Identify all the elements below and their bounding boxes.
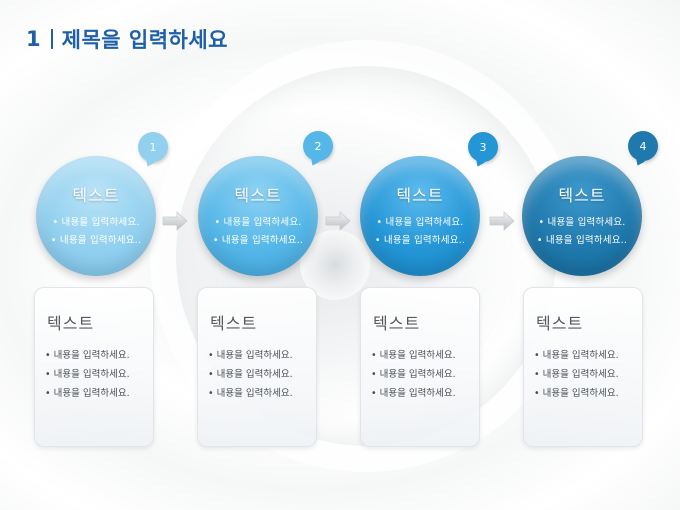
circle-line: • 내용을 입력하세요.. (374, 235, 466, 246)
card-item: • 내용을 입력하세요. (208, 350, 293, 361)
card-item: • 내용을 입력하세요. (371, 369, 456, 380)
title-divider (51, 29, 53, 49)
title-number: 1 (26, 27, 42, 51)
circle-title: 텍스트 (396, 186, 444, 205)
circle-title: 텍스트 (72, 186, 120, 205)
circle-line: • 내용을 입력하세요.. (536, 235, 628, 246)
card-item: • 내용을 입력하세요. (208, 369, 293, 380)
page-title: 1 제목을 입력하세요 (26, 24, 228, 54)
card-item: • 내용을 입력하세요. (45, 388, 130, 399)
card-item: • 내용을 입력하세요. (45, 350, 130, 361)
step-circle-1: 텍스트 • 내용을 입력하세요. • 내용을 입력하세요.. (36, 156, 156, 276)
card-item: • 내용을 입력하세요. (371, 350, 456, 361)
step-card-4: 텍스트 • 내용을 입력하세요. • 내용을 입력하세요. • 내용을 입력하세… (523, 287, 643, 447)
step-card-3: 텍스트 • 내용을 입력하세요. • 내용을 입력하세요. • 내용을 입력하세… (360, 287, 480, 447)
step-card-1: 텍스트 • 내용을 입력하세요. • 내용을 입력하세요. • 내용을 입력하세… (34, 287, 154, 447)
circle-line: • 내용을 입력하세요. (376, 217, 464, 228)
card-title: 텍스트 (210, 314, 258, 333)
circle-line: • 내용을 입력하세요.. (50, 235, 142, 246)
card-item: • 내용을 입력하세요. (371, 388, 456, 399)
right-arrow-icon (325, 211, 351, 231)
step-badge-number: 2 (314, 139, 322, 153)
step-badge-3: 3 (468, 132, 498, 162)
step-badge-number: 1 (149, 140, 157, 154)
circle-line: • 내용을 입력하세요. (52, 217, 140, 228)
step-badge-number: 4 (639, 139, 647, 153)
step-badge-4: 4 (628, 131, 658, 161)
step-card-2: 텍스트 • 내용을 입력하세요. • 내용을 입력하세요. • 내용을 입력하세… (197, 287, 317, 447)
circle-line: • 내용을 입력하세요.. (212, 235, 304, 246)
card-title: 텍스트 (47, 314, 95, 333)
step-badge-2: 2 (303, 131, 333, 161)
card-item: • 내용을 입력하세요. (534, 388, 619, 399)
card-item: • 내용을 입력하세요. (534, 350, 619, 361)
circle-title: 텍스트 (558, 186, 606, 205)
step-circle-4: 텍스트 • 내용을 입력하세요. • 내용을 입력하세요.. (522, 156, 642, 276)
step-badge-number: 3 (479, 140, 487, 154)
step-circle-3: 텍스트 • 내용을 입력하세요. • 내용을 입력하세요.. (360, 156, 480, 276)
card-item: • 내용을 입력하세요. (534, 369, 619, 380)
card-title: 텍스트 (373, 314, 421, 333)
circle-line: • 내용을 입력하세요. (538, 217, 626, 228)
card-item: • 내용을 입력하세요. (45, 369, 130, 380)
right-arrow-icon (489, 211, 515, 231)
step-badge-1: 1 (138, 132, 168, 162)
circle-title: 텍스트 (234, 186, 282, 205)
card-title: 텍스트 (536, 314, 584, 333)
title-text: 제목을 입력하세요 (61, 28, 228, 52)
card-item: • 내용을 입력하세요. (208, 388, 293, 399)
circle-line: • 내용을 입력하세요. (214, 217, 302, 228)
step-circle-2: 텍스트 • 내용을 입력하세요. • 내용을 입력하세요.. (198, 156, 318, 276)
right-arrow-icon (162, 211, 188, 231)
